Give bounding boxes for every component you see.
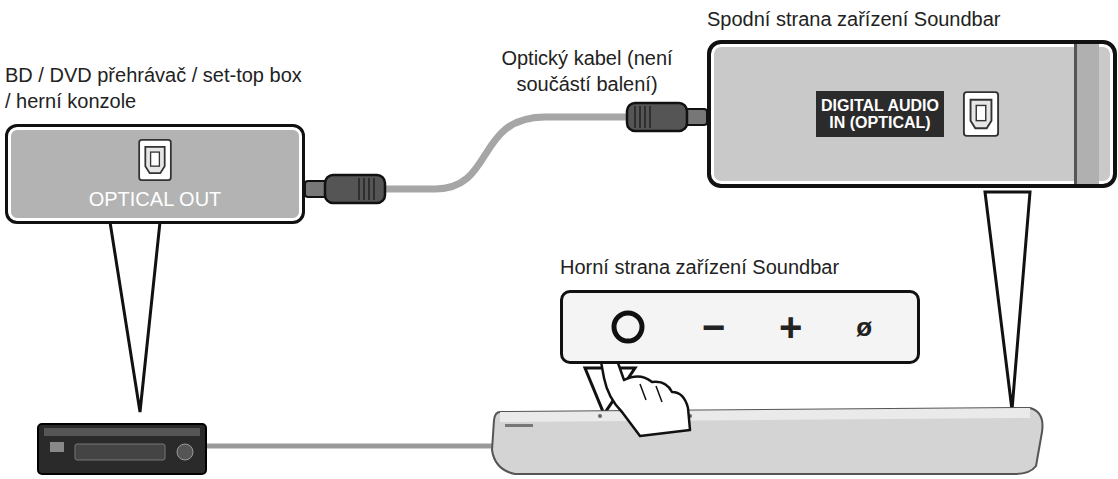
callout-pointer (110, 222, 160, 412)
bd-player (38, 424, 206, 474)
callout-heading: Horní strana zařízení Soundbar (560, 254, 920, 280)
soundbar (492, 408, 1043, 474)
callout-heading: BD / DVD přehrávač / set-top box / herní… (5, 62, 305, 114)
callout-node: BD / DVD přehrávač / set-top box / herní… (5, 62, 305, 224)
callout-node: Horní strana zařízení Soundbar − + ø (560, 254, 920, 364)
port-label: OPTICAL OUT (89, 188, 222, 211)
callout-box: DIGITAL AUDIO IN (OPTICAL) (707, 40, 1117, 188)
button-symbol: + (779, 305, 802, 349)
optical-port-icon (962, 88, 1000, 140)
callout-box: OPTICAL OUT (5, 124, 305, 224)
optical-port-icon (137, 138, 173, 182)
callout-heading: Spodní strana zařízení Soundbar (707, 6, 1117, 32)
housing-edge (1074, 44, 1099, 184)
connecting-wire (200, 444, 500, 449)
port-label: DIGITAL AUDIO IN (OPTICAL) (816, 91, 944, 137)
callout-pointer (985, 192, 1030, 410)
power-button (608, 307, 648, 347)
optical-cable (305, 103, 707, 203)
callout-node: Spodní strana zařízení SoundbarDIGITAL A… (707, 6, 1117, 188)
button-symbol: − (702, 305, 725, 349)
cable-label: Optický kabel (není součástí balení) (468, 45, 706, 97)
callout-box: − + ø (560, 290, 920, 364)
button-symbol: ø (856, 305, 872, 349)
